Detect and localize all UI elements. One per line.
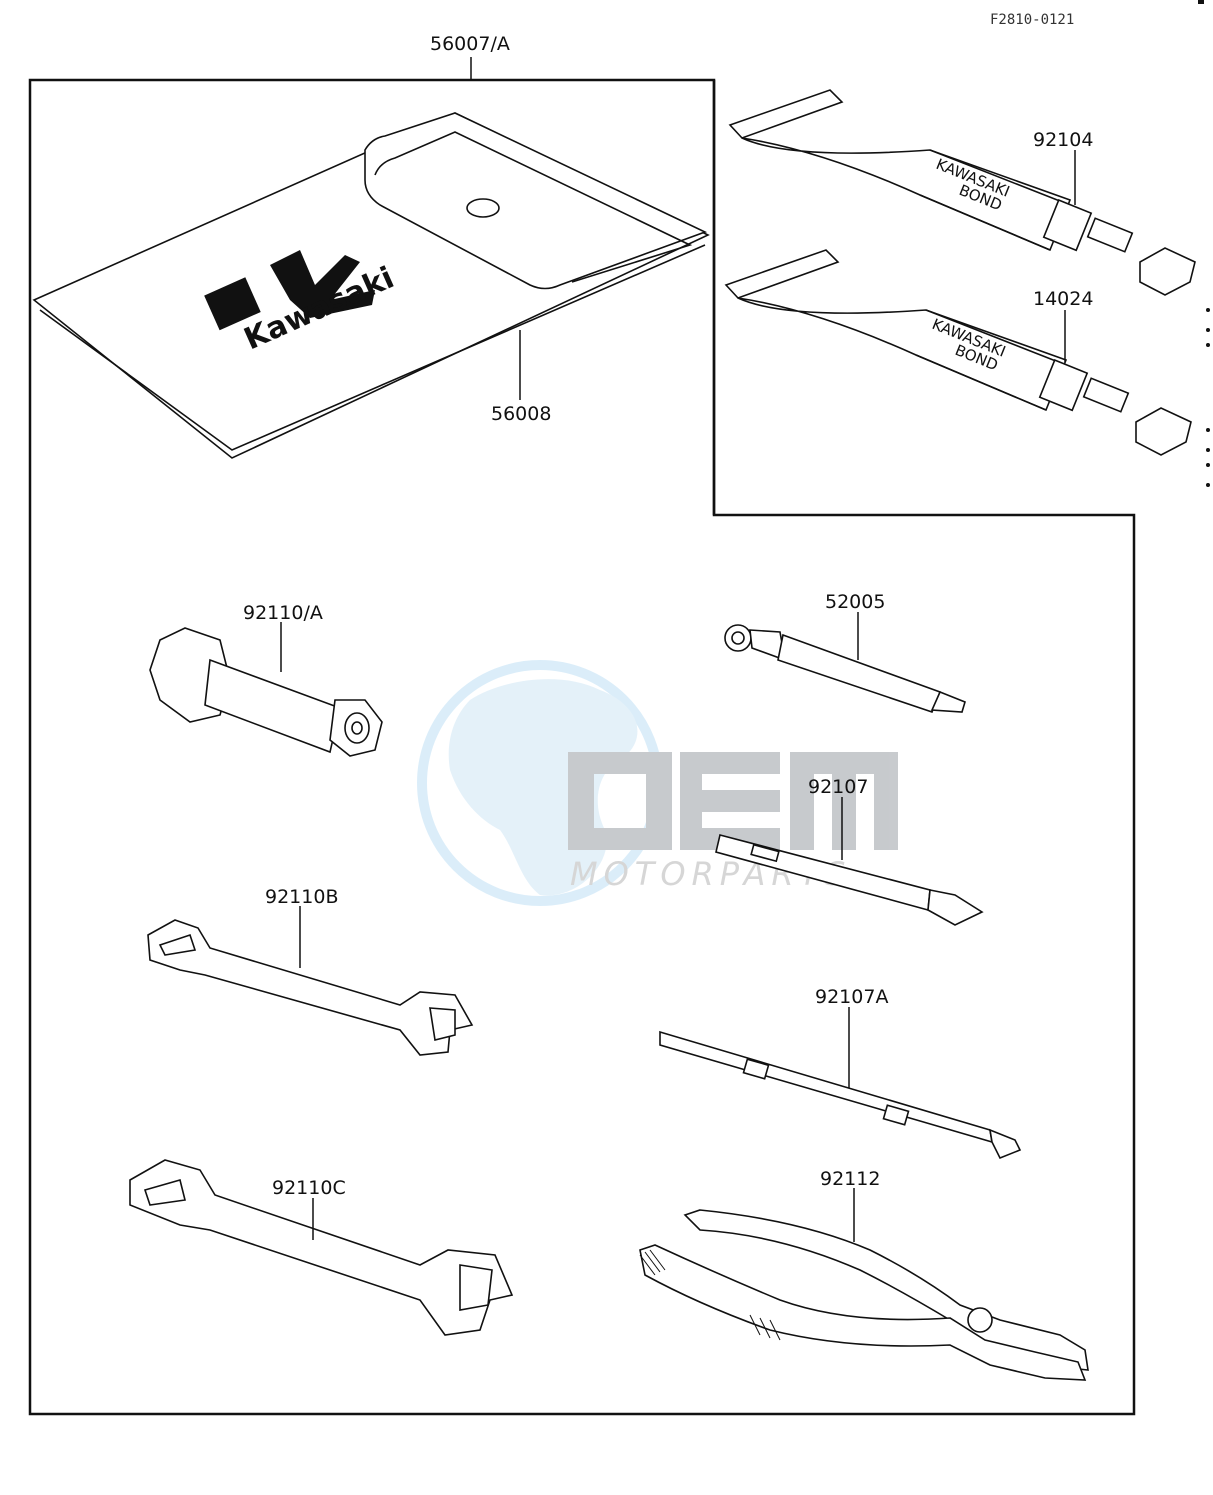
bond-tube-2: KAWASAKI BOND: [724, 249, 1192, 456]
watermark: MOTORPARTS: [417, 660, 898, 906]
label-92107A: 92107A: [815, 986, 889, 1008]
label-92110A: 92110/A: [243, 602, 323, 624]
wrench-b-drawing: [147, 906, 474, 1056]
figure-code: F2810-0121: [990, 12, 1075, 28]
label-92112: 92112: [820, 1168, 881, 1190]
pliers-drawing: [639, 1188, 1089, 1381]
label-56008: 56008: [491, 403, 552, 425]
screwdriver-grip-drawing: [659, 1007, 1022, 1160]
handle-drawing: [724, 612, 966, 714]
bond-tube-1: KAWASAKI BOND: [728, 89, 1196, 296]
label-92110B: 92110B: [265, 886, 339, 908]
edge-dots: [1206, 308, 1210, 487]
label-56007A: 56007/A: [430, 33, 510, 55]
label-14024: 14024: [1033, 288, 1094, 310]
label-92107: 92107: [808, 776, 869, 798]
label-92110C: 92110C: [272, 1177, 346, 1199]
screwdriver-drawing: [715, 797, 984, 926]
plug-wrench-drawing: [149, 622, 383, 757]
tool-case-drawing: Kawasaki: [32, 112, 710, 459]
label-92104: 92104: [1033, 129, 1094, 151]
label-52005: 52005: [825, 591, 886, 613]
wrench-c-drawing: [129, 1159, 514, 1336]
top-edge-mark: [1198, 0, 1204, 4]
watermark-letters: [568, 752, 898, 850]
